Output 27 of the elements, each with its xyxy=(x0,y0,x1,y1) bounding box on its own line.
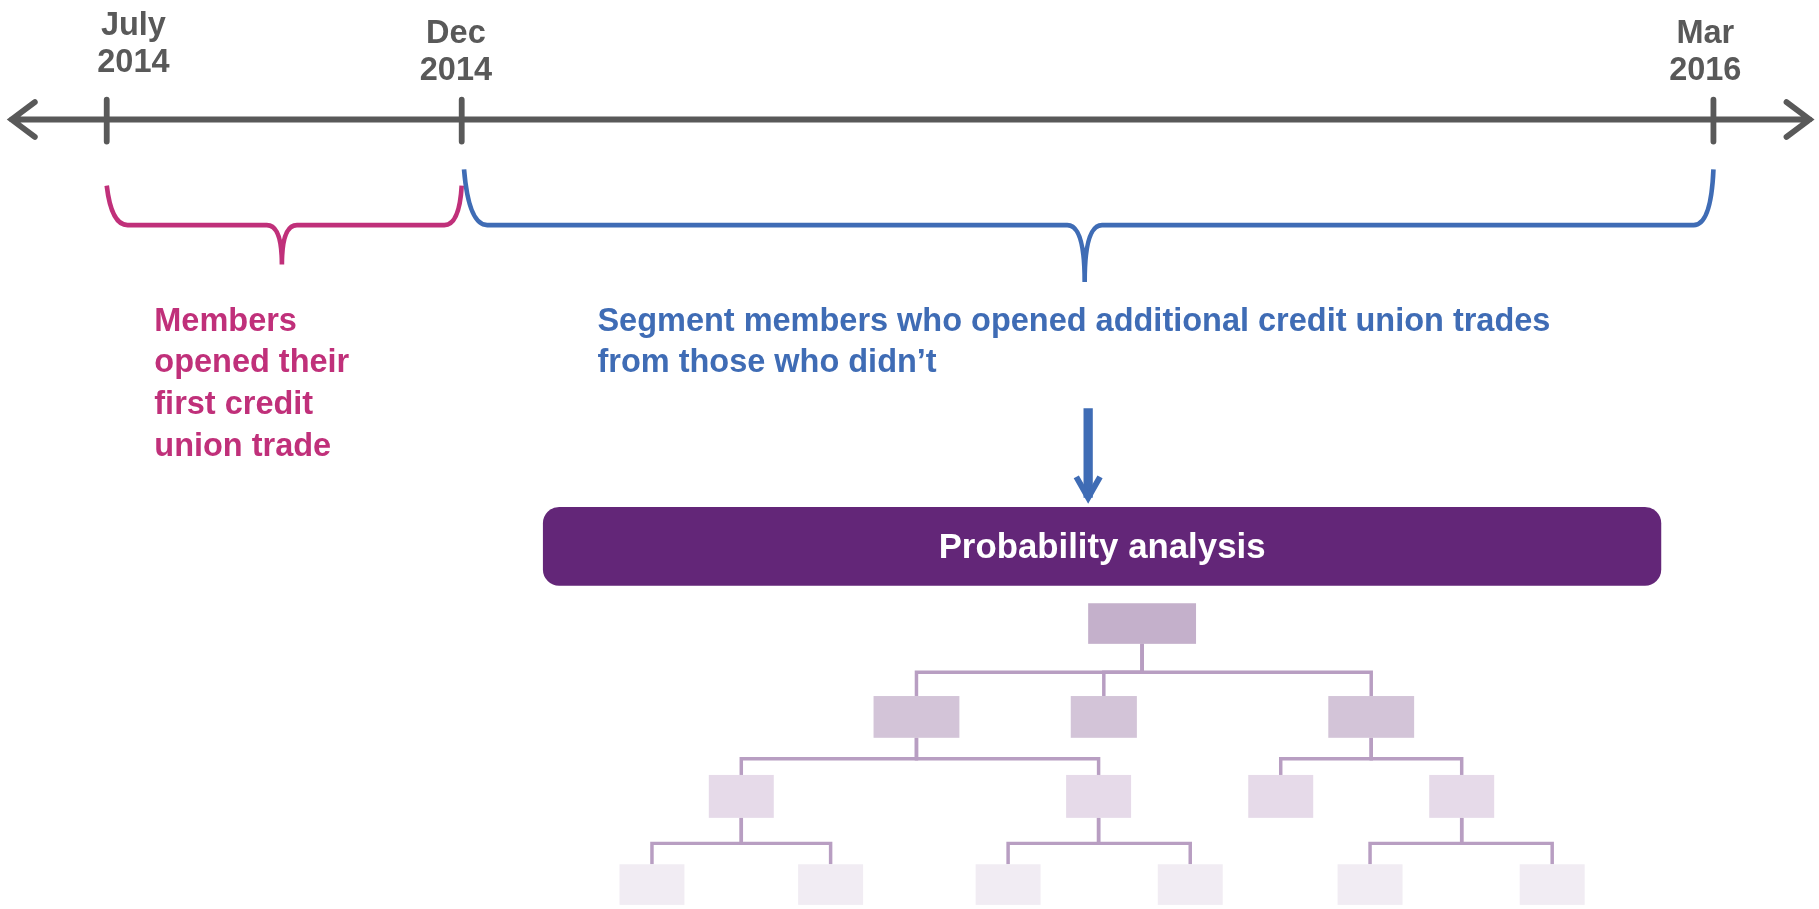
connector-line xyxy=(1096,817,1192,865)
tree-node-box xyxy=(1070,696,1137,738)
connector-line xyxy=(1140,643,1373,697)
analysis-banner: Probability analysis xyxy=(542,506,1662,586)
tree-node-box xyxy=(1088,603,1197,644)
tree-node-box xyxy=(975,864,1041,905)
tree-node-box xyxy=(873,696,960,738)
tree-node-box xyxy=(1519,864,1585,905)
date-label: Mar 2016 xyxy=(1668,13,1743,89)
tree-node-box xyxy=(1248,774,1314,818)
segment-description: Members opened their first credit union trade xyxy=(154,299,387,467)
tree-node-box xyxy=(1429,774,1495,818)
tree-node-box xyxy=(1337,864,1403,905)
date-label: Dec 2014 xyxy=(418,13,494,89)
tree-node-box xyxy=(708,774,774,818)
connector-line xyxy=(914,737,1101,775)
tree-node-box xyxy=(1328,696,1415,738)
tree-node-box xyxy=(619,864,685,905)
connector-line xyxy=(739,817,833,865)
date-label: July 2014 xyxy=(96,5,171,81)
segment-description: Segment members who opened additional credit union trades from those who didn’t xyxy=(597,299,1561,383)
arrow xyxy=(1073,408,1103,501)
connector-line xyxy=(1369,737,1464,775)
tree-node-box xyxy=(1157,864,1223,905)
connector-line xyxy=(1459,817,1554,865)
tree-node-box xyxy=(1066,774,1132,818)
tree-node-box xyxy=(798,864,864,905)
